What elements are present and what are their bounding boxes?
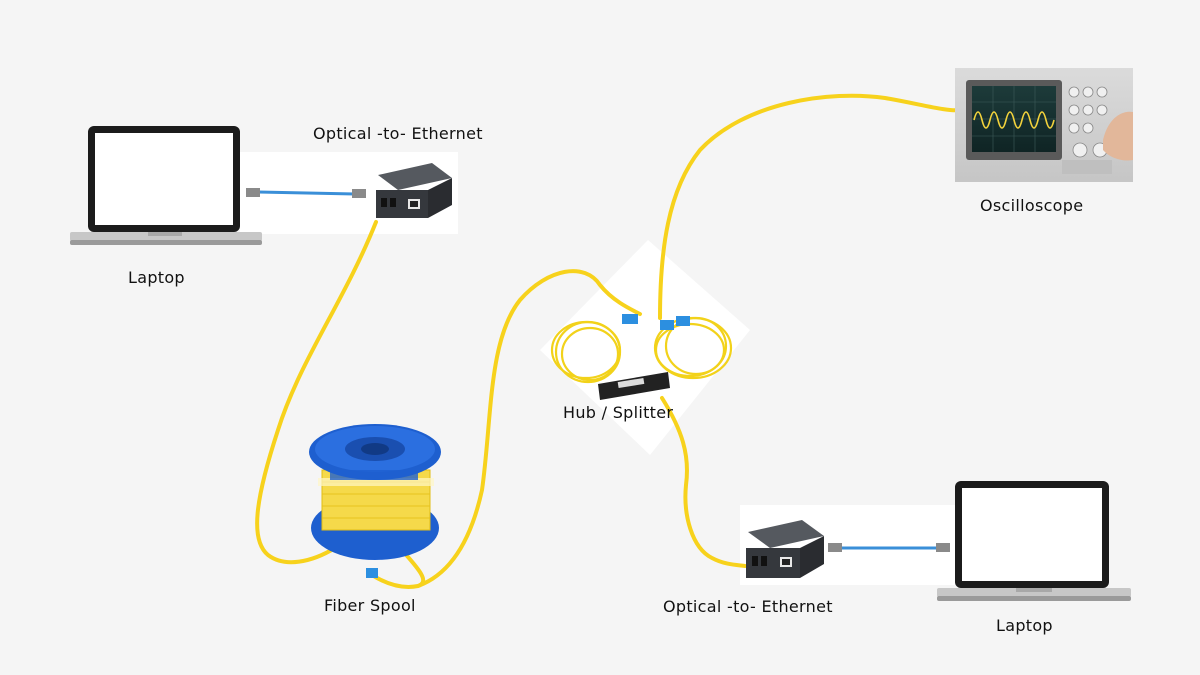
- fiber-hub-to-oscilloscope: [658, 93, 962, 320]
- media-converter-icon: [746, 520, 824, 578]
- converter-top-label: Optical -to- Ethernet: [313, 124, 483, 143]
- laptop-icon: [937, 481, 1131, 601]
- media-converter-icon: [376, 163, 452, 218]
- laptop-right-label: Laptop: [996, 616, 1053, 635]
- oscilloscope-icon: [955, 68, 1133, 182]
- fiber-spool-icon: [309, 424, 441, 578]
- fiber-cables: [255, 93, 962, 589]
- laptop-icon: [70, 126, 262, 245]
- fiber-spool-to-hub: [416, 269, 642, 588]
- hub-backdrop: [540, 240, 750, 455]
- fiber-splitter-icon: [550, 314, 733, 400]
- oscilloscope-label: Oscilloscope: [980, 196, 1084, 215]
- fiber-spool-label: Fiber Spool: [324, 596, 416, 615]
- laptop-left-label: Laptop: [128, 268, 185, 287]
- fiber-converter-to-spool: [255, 220, 378, 565]
- ethernet-cables: [246, 188, 950, 552]
- fiber-hub-to-converter: [660, 396, 747, 568]
- converter-bottom-label: Optical -to- Ethernet: [663, 597, 833, 616]
- hub-label: Hub / Splitter: [563, 403, 674, 422]
